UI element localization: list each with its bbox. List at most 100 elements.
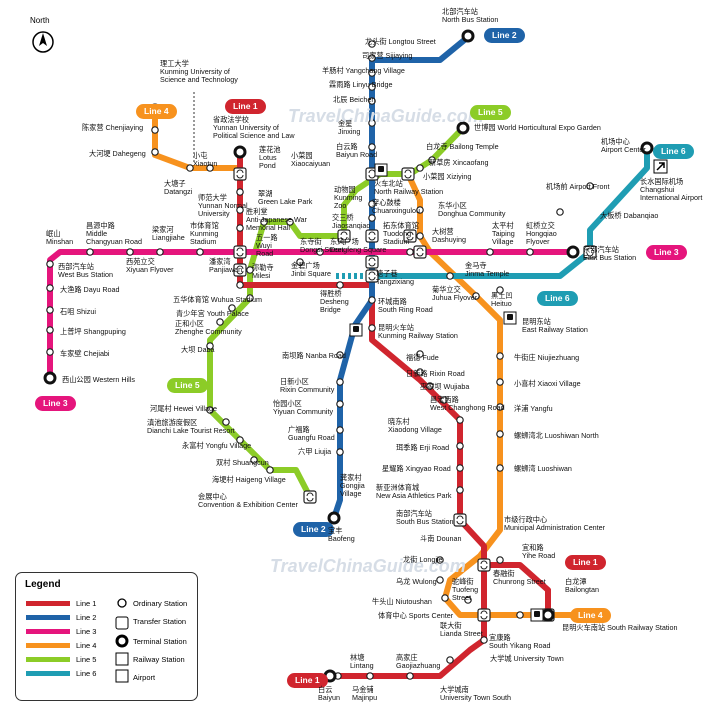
station-label-sports: 体育中心 Sports Center [378,611,454,620]
line3-badge: Line 3 [646,245,687,260]
station-label-dahedi: 大河埂 Dahegeng [89,149,146,158]
line2-badge: Line 2 [484,28,525,43]
station-label-daba: 大坝 Daba [181,345,215,354]
station-dot [156,248,164,256]
station-label-zhengtai: 正和小区 Zhenghe Community [175,319,242,336]
station-label-east-rail: 昆明东站 East Railway Station [522,317,588,334]
line3-badge: Line 3 [35,396,76,411]
station-dot [440,396,448,404]
station-dot [526,248,534,256]
station-label-longjie: 龙街 Longjie [403,555,443,564]
station-label-xiaotun: 小屯 Xiaotun [193,151,218,168]
station-label-dabanqiao: 大板桥 Dabanqiao [600,211,659,220]
transfer-arrows [306,492,314,502]
line4-badge: Line 4 [136,104,177,119]
station-label-muni: 市级行政中心 Municipal Administration Center [504,515,606,532]
station-label-rixin-road: 日新路 Rixin Road [406,369,465,378]
station-label-rixin-comm: 日新小区 Rixin Community [280,377,335,394]
transfer-arrows [456,515,464,525]
terminal-station-icon [327,511,341,525]
station-dot [246,266,254,274]
station-label-milesi: 弥勒寺 Milesi [252,263,274,280]
station-dot [436,556,444,564]
legend-label: Line 2 [76,613,97,622]
station-dot [426,382,434,390]
station-label-west-bus: 西部汽车站 West Bus Station [58,262,113,279]
station-label-donghua: 东华小区 Donghua Community [438,201,506,218]
legend-symbol-label: Airport [133,673,156,682]
station-dot [196,248,204,256]
station-label-tangzixiang: 塘子巷 Tangzixiang [376,269,414,286]
ordinary-station-icon [117,598,127,608]
station-label-kunming-rail: 昆明火车站 Kunming Railway Station [378,323,458,340]
station-label-hewei: 河尾村 Hewei Village [150,404,217,413]
station-label-jinma: 金马寺 Jinma Temple [465,261,510,278]
station-label-majinpu: 马金铺 Majinpu [352,685,378,702]
transfer-arrows [480,610,488,620]
station-label-xiaocaiyuan: 小菜园 Xiaocaiyuan [291,151,331,168]
legend-symbol-label: Terminal Station [133,637,187,646]
legend-label: Line 3 [76,627,97,636]
train-glyph [378,166,384,172]
station-label-shuangcun: 双村 Shuangcun [216,458,269,467]
station-dot [416,206,424,214]
terminal-station-icon [456,121,470,135]
line5-badge: Line 5 [470,105,511,120]
station-dot [368,200,376,208]
station-label-changshui: 长水国际机场 Changshui International Airport [640,177,703,202]
station-dot [368,97,376,105]
station-label-yiyuan: 怡园小区 Yiyuan Community [273,399,334,416]
line6-route [372,148,650,279]
station-dot [46,260,54,268]
station-dot [86,248,94,256]
station-label-wuhua: 五华体育馆 Wuhua Stadium [173,295,262,304]
terminal-markers [43,29,654,683]
station-label-yangchang: 羊肠村 Yangchang Village [322,66,405,75]
station-dot [336,400,344,408]
legend-label: Line 4 [76,641,97,650]
legend-swatch [26,643,70,648]
station-label-baiyun-term: 白云 Baiyun [318,685,340,702]
station-label-liujia: 六甲 Liujia [298,447,332,456]
station-dot [428,156,436,164]
station-label-yongfu: 永富村 Yongfu Village [182,441,252,450]
transfer-arrows [368,271,376,281]
station-label-yihe: 宜和路 Yihe Road [522,543,556,560]
station-label-lintang: 林塘 Lintang [350,653,374,670]
transfer-arrows [368,257,376,267]
station-label-ks-stadium: 市体育馆 Kunming Stadium [190,221,219,246]
terminal-station-icon [115,634,129,648]
station-dot [366,672,374,680]
station-dot [486,248,494,256]
transfer-arrows [340,231,348,241]
station-label-univ-street: 大学城 University Town [490,654,564,663]
station-dot [441,594,449,602]
legend-label: Line 5 [76,655,97,664]
train-glyph [534,611,540,617]
station-label-lianda: 联大街 Lianda Street [440,621,483,638]
station-label-xiaoxi: 小喜村 Xiaoxi Village [514,379,581,388]
station-dot [456,442,464,450]
station-dot [480,636,488,644]
station-dot [216,318,224,326]
station-dot [236,281,244,289]
station-label-dataqi: 大塘子 Datangzi [164,179,193,196]
station-dot [436,576,444,584]
station-dot [260,218,268,226]
station-dot [151,126,159,134]
station-label-yikang: 宜康路 South Yikang Road [489,633,551,650]
station-dot [336,281,344,289]
station-dot [46,348,54,356]
station-label-heituo: 黑土凹 Heituo [491,291,513,308]
station-dot [368,296,376,304]
station-label-univ-sci: 理工大学 Kunming University of Science and T… [160,59,238,84]
station-label-western-hills: 西山公园 Western Hills [62,375,135,384]
line2-badge: Line 2 [293,522,334,537]
station-label-dianchi: 滇池旅游度假区 Dianchi Lake Tourist Resort [147,418,235,435]
station-dot [496,403,504,411]
station-label-baofeng: 宝丰 Baofeng [328,526,355,543]
station-dot [496,352,504,360]
terminal-station-icon [461,29,475,43]
legend-symbol-label: Transfer Station [133,617,187,626]
